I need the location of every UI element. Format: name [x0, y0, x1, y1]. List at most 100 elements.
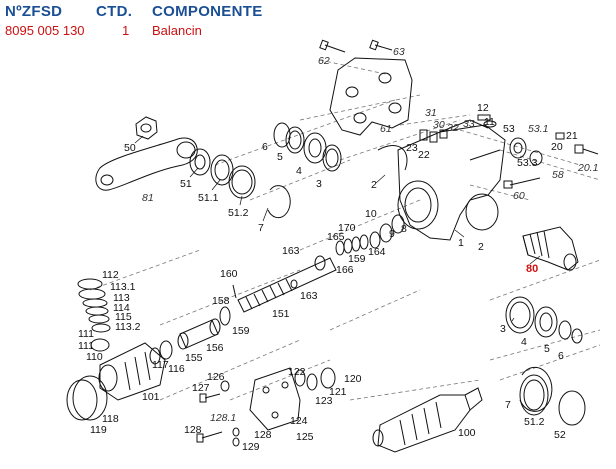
part-58-60	[503, 177, 541, 189]
callout-7-bottom: 7	[505, 399, 511, 411]
callout-120: 120	[344, 373, 362, 385]
callout-127: 127	[192, 382, 210, 394]
callout-110: 110	[86, 351, 103, 363]
callout-165: 165	[327, 231, 345, 243]
part-1-housing	[397, 119, 506, 241]
quantity-cell: 1	[122, 23, 130, 38]
callout-6-bottom: 6	[558, 350, 564, 362]
assembly-guide-lines	[89, 59, 601, 401]
callout-151: 151	[272, 308, 290, 320]
part-3-6-bearing-stack	[273, 122, 342, 172]
col-component-header: COMPONENTE	[152, 3, 263, 20]
callout-8: 8	[401, 223, 407, 235]
part-81-pitman-arm	[95, 137, 198, 191]
part-164-170-rings	[335, 234, 369, 256]
part-163-ball	[290, 279, 298, 289]
col-quantity-header: CTD.	[96, 3, 133, 20]
callout-128-b: 128	[254, 429, 272, 441]
callout-22: 22	[418, 149, 430, 161]
callout-30: 30	[433, 119, 445, 131]
component-cell: Balancin	[152, 23, 202, 38]
callout-113-1: 113.1	[110, 281, 136, 293]
part-128-129-bolts	[196, 427, 240, 447]
callout-5-bottom: 5	[544, 343, 550, 355]
callout-101: 101	[142, 391, 160, 403]
part-112-115-stack	[77, 278, 111, 352]
callout-53-1: 53.1	[528, 123, 548, 135]
callout-158: 158	[212, 295, 230, 307]
callout-128: 128	[184, 424, 202, 436]
callout-126: 126	[207, 371, 225, 383]
part-124-125-cover	[249, 367, 301, 431]
part-53-21-20	[509, 132, 599, 166]
callout-170: 170	[338, 222, 356, 234]
leader-lines	[134, 135, 541, 322]
callout-111-b: 111	[78, 340, 94, 352]
callout-11: 11	[484, 116, 495, 128]
callout-118: 118	[102, 413, 119, 425]
callout-50: 50	[124, 142, 136, 154]
callout-53-3: 53.3	[517, 157, 538, 169]
callout-128-1: 128.1	[210, 412, 236, 424]
part-2-gasket	[377, 145, 408, 171]
callout-2-b: 2	[478, 241, 484, 253]
callout-4: 4	[296, 165, 302, 177]
callout-123: 123	[315, 395, 333, 407]
part-160-pin	[232, 284, 237, 299]
part-number-cell: 8095 005 130	[5, 23, 85, 38]
callout-111-a: 111	[78, 328, 94, 340]
part-80-rocker-shaft	[522, 226, 579, 271]
callout-60: 60	[513, 190, 525, 202]
callout-32: 32	[447, 122, 459, 134]
part-126-127	[199, 380, 230, 403]
callout-12: 12	[477, 102, 489, 114]
callout-114: 114	[113, 302, 130, 314]
part-151-worm-shaft	[237, 255, 337, 313]
callout-20-top: 20	[551, 141, 563, 153]
callout-112: 112	[102, 269, 119, 281]
callout-6: 6	[262, 141, 268, 153]
callout-7: 7	[258, 222, 264, 234]
part-61-bracket	[329, 57, 413, 136]
callout-125: 125	[296, 431, 314, 443]
callout-53: 53	[503, 123, 515, 135]
part-51-seals	[189, 148, 256, 199]
callout-163: 163	[300, 290, 318, 302]
part-156-158-159	[177, 306, 231, 350]
callout-166: 166	[336, 264, 354, 276]
callout-5: 5	[277, 151, 283, 163]
callout-2: 2	[371, 179, 377, 191]
callout-3: 3	[316, 178, 322, 190]
callout-113-2: 113.2	[115, 321, 141, 333]
callout-61: 61	[380, 123, 392, 135]
callout-4-bottom: 4	[521, 336, 527, 348]
callout-labels: 50 51 51.1 51.2 7 6 5 4 3 2 1 63 62 61 8…	[78, 46, 598, 453]
part-50-nut	[135, 116, 158, 140]
callout-129: 129	[242, 441, 260, 453]
callout-164: 164	[368, 246, 386, 258]
callout-116: 116	[168, 363, 185, 375]
callout-156: 156	[206, 342, 224, 354]
callout-160: 160	[220, 268, 238, 280]
parts-table-header: NºZFSD CTD. COMPONENTE 8095 005 130 1 Ba…	[0, 0, 616, 44]
callout-155: 155	[185, 352, 203, 364]
callout-115: 115	[115, 311, 132, 323]
callout-51-2-bottom: 51.2	[524, 416, 545, 428]
callout-121: 121	[329, 386, 347, 398]
part-8-10-seals	[369, 214, 405, 249]
callout-117: 117	[152, 359, 169, 371]
callout-113: 113	[113, 292, 130, 304]
callout-10: 10	[365, 208, 377, 220]
callout-1: 1	[458, 237, 464, 249]
part-22-23-screws	[419, 129, 448, 143]
callout-62: 62	[318, 55, 330, 67]
callout-159-top: 159	[348, 253, 366, 265]
col-part-number-header: NºZFSD	[5, 3, 63, 20]
callout-51: 51	[180, 178, 192, 190]
callout-63: 63	[393, 46, 405, 58]
part-11-12	[477, 114, 497, 128]
callout-81: 81	[142, 192, 154, 204]
callout-20-1: 20.1	[577, 162, 598, 174]
part-100-valve-assembly	[372, 387, 483, 453]
